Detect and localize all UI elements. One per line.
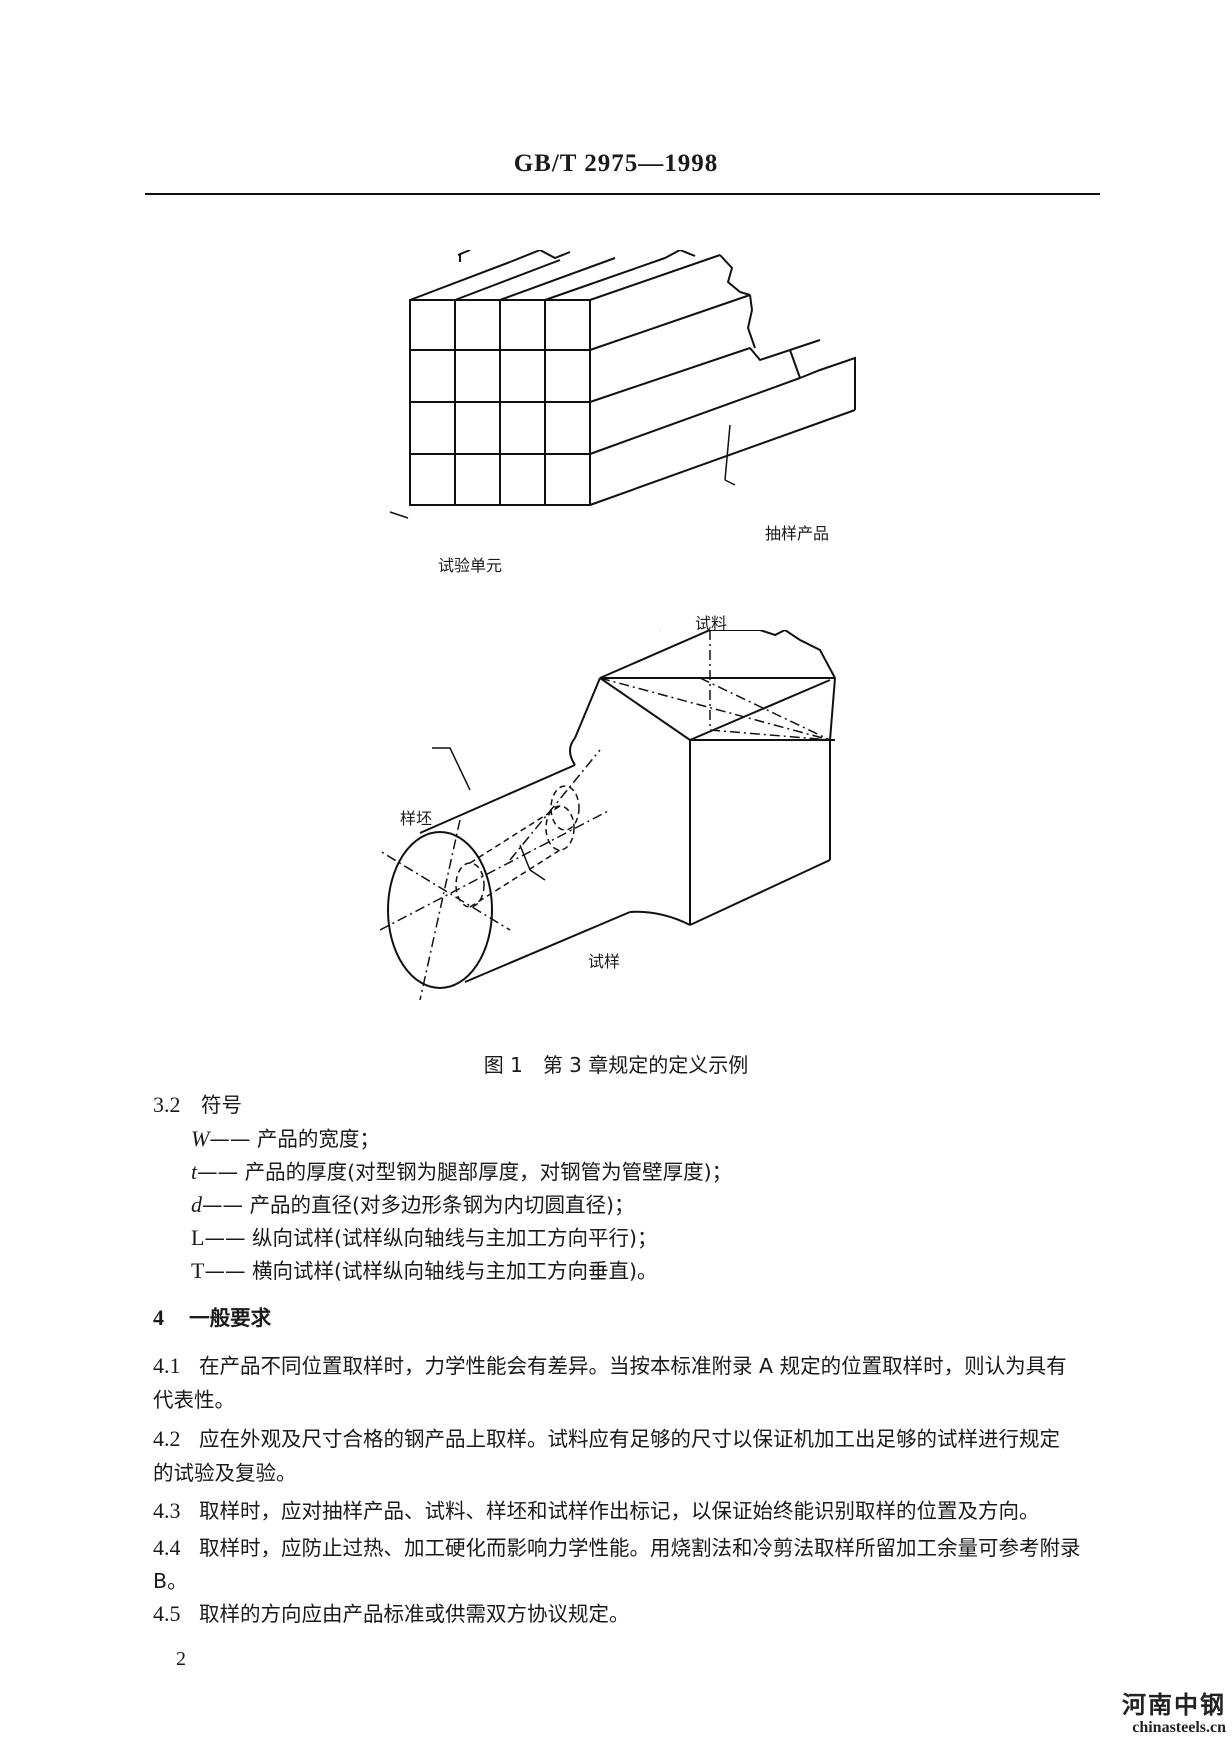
symbol: L [191, 1225, 205, 1250]
paragraph-4-4: 4.4 取样时，应防止过热、加工硬化而影响力学性能。用烧割法和冷剪法取样所留加工… [153, 1534, 1081, 1562]
paragraph-number: 4.5 [153, 1601, 181, 1626]
section-3-2-heading: 3.2 符号 [153, 1091, 242, 1119]
section-number: 3.2 [153, 1092, 181, 1117]
paragraph-4-4-cont: B。 [153, 1569, 188, 1593]
section-number: 4 [153, 1305, 164, 1330]
label-test-unit: 试验单元 [438, 556, 503, 575]
paragraph-text: 取样的方向应由产品标准或供需双方协议规定。 [199, 1602, 630, 1626]
symbol-definition: —— 横向试样(试样纵向轴线与主加工方向垂直)。 [204, 1259, 658, 1283]
watermark-en: chinasteels.cn [1132, 1719, 1226, 1736]
symbol: T [191, 1258, 205, 1283]
section-4-heading: 4 一般要求 [153, 1304, 271, 1332]
paragraph-number: 4.3 [153, 1498, 181, 1523]
paragraph-text: 在产品不同位置取样时，力学性能会有差异。当按本标准附录 A 规定的位置取样时，则… [199, 1354, 1067, 1378]
paragraph-text: 取样时，应对抽样产品、试料、样坯和试样作出标记，以保证始终能识别取样的位置及方向… [199, 1499, 1040, 1523]
symbol-item: d—— 产品的直径(对多边形条钢为内切圆直径)； [191, 1191, 635, 1219]
symbol-item: L—— 纵向试样(试样纵向轴线与主加工方向平行)； [191, 1224, 657, 1252]
symbol: W [191, 1126, 210, 1151]
figure-specimen: 试料 样坯 试样 [380, 614, 860, 1010]
specimen-drawing [380, 630, 836, 1001]
paragraph-4-2-cont: 的试验及复验。 [153, 1461, 297, 1485]
standard-header: GB/T 2975—1998 [513, 150, 719, 177]
page-number: 2 [176, 1648, 186, 1670]
symbol-item: T—— 横向试样(试样纵向轴线与主加工方向垂直)。 [191, 1257, 657, 1285]
figure-test-units: 试验单元 抽样产品 [380, 250, 860, 580]
symbol: t [191, 1159, 198, 1184]
watermark-cn: 河南中钢 [1122, 1693, 1226, 1719]
symbol-definition: —— 产品的直径(对多边形条钢为内切圆直径)； [202, 1193, 635, 1217]
section-title: 符号 [201, 1093, 243, 1117]
paragraph-text: 应在外观及尺寸合格的钢产品上取样。试料应有足够的尺寸以保证机加工出足够的试样进行… [199, 1427, 1061, 1451]
symbol-item: t—— 产品的厚度(对型钢为腿部厚度，对钢管为管壁厚度)； [191, 1158, 732, 1186]
label-sampled-product: 抽样产品 [765, 524, 830, 543]
paragraph-4-1: 4.1 在产品不同位置取样时，力学性能会有差异。当按本标准附录 A 规定的位置取… [153, 1352, 1067, 1380]
label-sample-piece: 试料 [695, 614, 728, 633]
site-watermark: 河南中钢 chinasteels.cn [1122, 1693, 1226, 1737]
symbol-definition: —— 产品的厚度(对型钢为腿部厚度，对钢管为管壁厚度)； [197, 1160, 733, 1184]
symbol: d [191, 1192, 202, 1217]
section-title: 一般要求 [189, 1306, 272, 1330]
header-rule [145, 193, 1100, 195]
symbol-item: W—— 产品的宽度； [191, 1125, 380, 1153]
paragraph-4-5: 4.5 取样的方向应由产品标准或供需双方协议规定。 [153, 1600, 630, 1628]
paragraph-4-1-cont: 代表性。 [153, 1388, 235, 1412]
label-blank: 样坯 [400, 809, 433, 828]
paragraph-number: 4.2 [153, 1426, 181, 1451]
label-specimen: 试样 [588, 952, 621, 971]
paragraph-number: 4.4 [153, 1535, 181, 1560]
symbol-definition: —— 纵向试样(试样纵向轴线与主加工方向平行)； [204, 1226, 658, 1250]
paragraph-4-3: 4.3 取样时，应对抽样产品、试料、样坯和试样作出标记，以保证始终能识别取样的位… [153, 1497, 1040, 1525]
paragraph-number: 4.1 [153, 1353, 181, 1378]
stacked-bars-drawing [389, 250, 856, 519]
symbol-definition: —— 产品的宽度； [209, 1127, 380, 1151]
figure-caption: 图 1 第 3 章规定的定义示例 [483, 1053, 749, 1077]
paragraph-4-2: 4.2 应在外观及尺寸合格的钢产品上取样。试料应有足够的尺寸以保证机加工出足够的… [153, 1425, 1060, 1453]
paragraph-text: 取样时，应防止过热、加工硬化而影响力学性能。用烧割法和冷剪法取样所留加工余量可参… [199, 1536, 1081, 1560]
